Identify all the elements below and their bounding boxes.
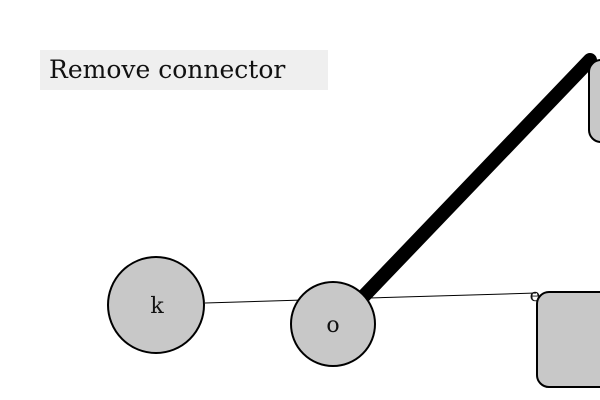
- node-o-label: o: [326, 313, 339, 338]
- connector-o-top-right[interactable]: [355, 53, 597, 305]
- task-instruction: Remove connector: [40, 50, 328, 90]
- node-o[interactable]: [290, 281, 376, 367]
- node-bottom-right[interactable]: [536, 291, 600, 388]
- node-top-right[interactable]: [588, 59, 600, 143]
- node-k-label: k: [150, 294, 164, 319]
- node-bottom-right-label: e: [530, 285, 541, 306]
- node-k[interactable]: [107, 256, 205, 354]
- connector-k-bottom-right[interactable]: [204, 292, 537, 304]
